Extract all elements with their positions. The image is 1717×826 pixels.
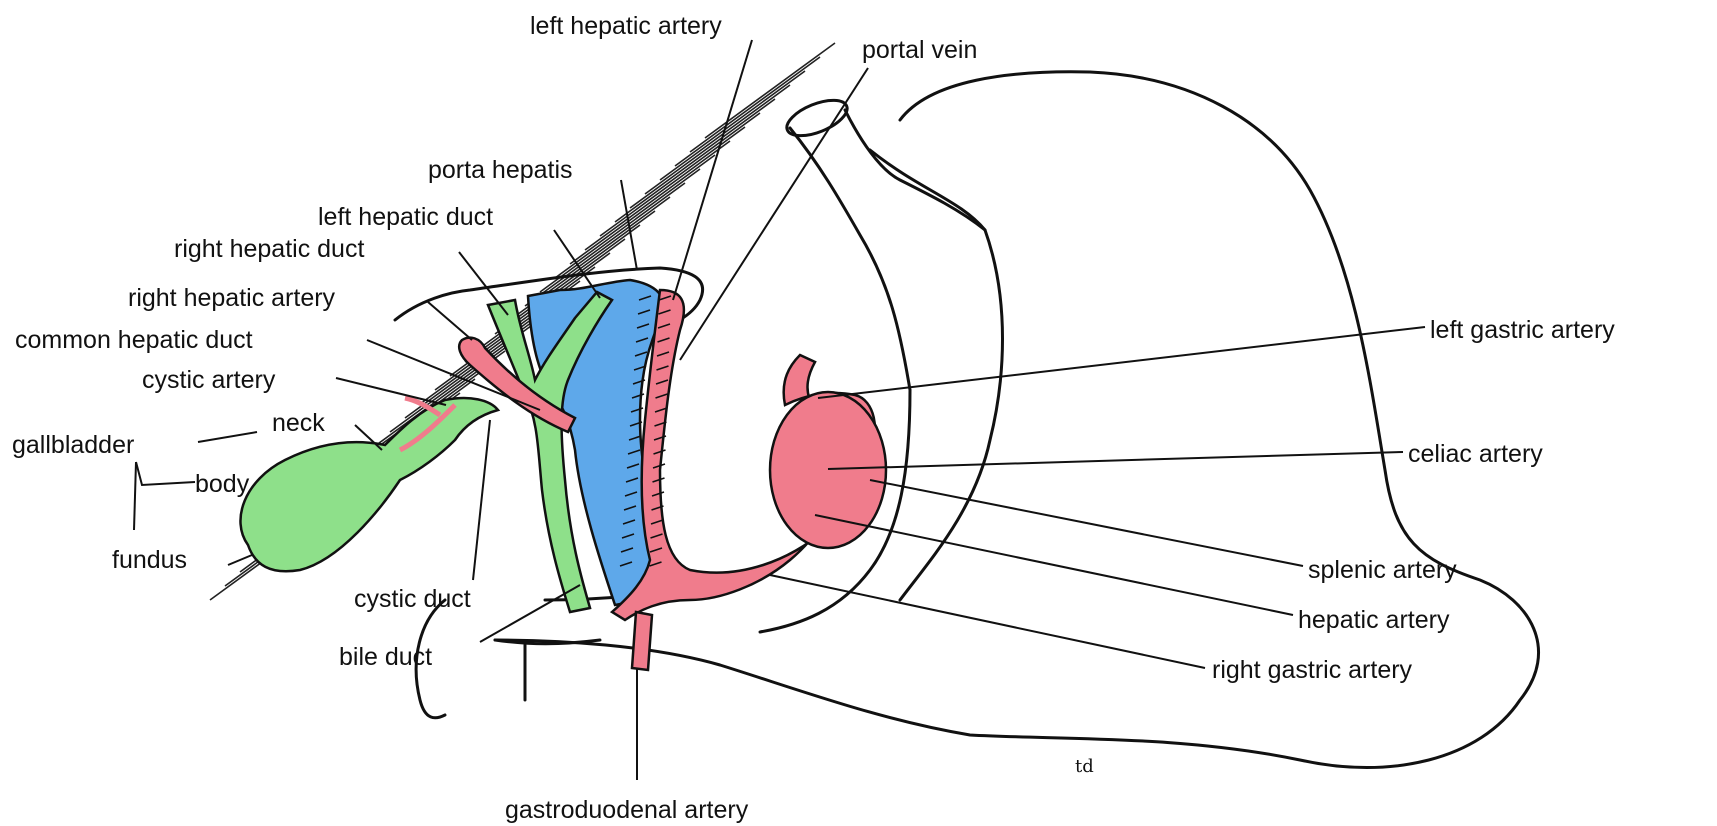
hatch-line: [555, 183, 685, 278]
leader-cystic-duct: [473, 420, 490, 580]
gastroduodenal-artery-shape: [632, 612, 652, 670]
label-fundus: fundus: [112, 546, 187, 574]
label-right-hepatic-artery: right hepatic artery: [128, 284, 336, 312]
label-left-hepatic-duct: left hepatic duct: [318, 203, 493, 231]
label-right-hepatic-duct: right hepatic duct: [174, 235, 364, 263]
label-bile-duct: bile duct: [339, 643, 432, 671]
leader-body: [136, 462, 195, 485]
leader-right-hepatic-duct: [459, 252, 508, 315]
label-celiac-artery: celiac artery: [1408, 440, 1543, 468]
label-right-gastric-artery: right gastric artery: [1212, 656, 1413, 684]
label-hepatic-artery: hepatic artery: [1298, 606, 1450, 634]
label-gallbladder: gallbladder: [12, 431, 134, 459]
label-neck: neck: [272, 409, 325, 437]
label-cystic-artery: cystic artery: [142, 366, 276, 394]
label-body: body: [195, 470, 250, 498]
hatch-line: [705, 43, 835, 138]
artist-signature: td: [1075, 756, 1094, 777]
leader-left-gastric-artery: [818, 327, 1425, 398]
hatch-line: [615, 127, 745, 222]
leader-fundus: [134, 462, 136, 530]
leader-right-gastric-artery: [770, 575, 1205, 668]
hatch-line: [690, 57, 820, 152]
leader-bile-duct: [480, 585, 580, 642]
label-portal-vein: portal vein: [862, 36, 977, 64]
hatch-line: [570, 169, 700, 264]
celiac-trunk-shape: [770, 392, 886, 548]
label-gastroduodenal-artery: gastroduodenal artery: [505, 796, 749, 824]
esophagus-opening: [782, 93, 852, 143]
label-cystic-duct: cystic duct: [354, 585, 471, 613]
leader-gallbladder: [198, 432, 257, 442]
leader-celiac-artery: [828, 452, 1403, 469]
leader-cystic-artery: [336, 378, 446, 405]
label-left-gastric-artery: left gastric artery: [1430, 316, 1615, 344]
label-left-hepatic-artery: left hepatic artery: [530, 12, 722, 40]
label-porta-hepatis: porta hepatis: [428, 156, 573, 184]
leader-right-hepatic-artery: [428, 302, 472, 340]
label-splenic-artery: splenic artery: [1308, 556, 1457, 584]
hatch-line: [675, 71, 805, 166]
hatch-line: [630, 113, 760, 208]
hatch-line: [585, 155, 715, 250]
leader-fundus-gallbladder: [228, 555, 252, 565]
hatch-line: [600, 141, 730, 236]
label-common-hepatic-duct: common hepatic duct: [15, 326, 253, 354]
leader-portal-vein: [680, 68, 868, 360]
hatch-line: [660, 85, 790, 180]
